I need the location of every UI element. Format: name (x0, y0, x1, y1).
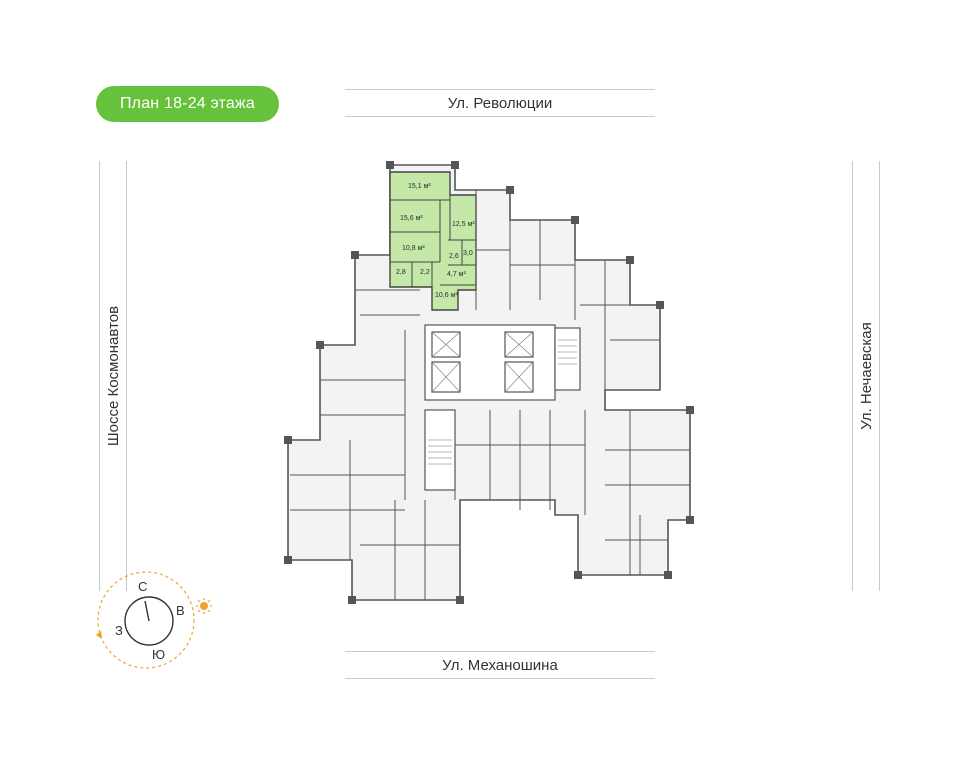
room-area-4: 10,8 м² (402, 245, 425, 252)
room-area-5: 2,6 (449, 253, 459, 260)
room-area-6: 3,0 (463, 250, 473, 257)
floor-plan-badge: План 18-24 этажа (96, 86, 279, 122)
street-name-north: Ул. Революции (447, 94, 553, 112)
direction-arrow-icon (96, 631, 102, 639)
stair-steps (428, 339, 577, 465)
compass-needle (144, 600, 150, 622)
street-name-south: Ул. Механошина (442, 656, 558, 674)
interior-walls (290, 190, 690, 600)
room-area-9: 4,7 м² (447, 271, 466, 278)
compass-orbit (97, 571, 195, 669)
room-area-8: 2,2 (420, 269, 430, 276)
room-area-1: 15,1 м² (408, 183, 431, 190)
sun-icon (196, 598, 212, 614)
structural-columns (284, 161, 694, 604)
compass-east: В (176, 603, 185, 618)
elevator-marks (431, 331, 534, 393)
room-area-2: 15,6 м² (400, 215, 423, 222)
highlighted-apartment[interactable]: 15,1 м² 15,6 м² 12,5 м² 10,8 м² 2,6 3,0 … (389, 171, 477, 311)
compass-west: З (115, 623, 123, 638)
room-area-3: 12,5 м² (452, 221, 475, 228)
compass-north: С (138, 579, 147, 594)
room-area-7: 2,8 (396, 269, 406, 276)
compass-south: Ю (152, 647, 165, 662)
street-label-south: Ул. Механошина (345, 651, 655, 679)
room-area-10: 10,6 м² (435, 292, 458, 299)
compass: С В Ю З (96, 571, 212, 669)
street-label-north: Ул. Революции (345, 89, 655, 117)
